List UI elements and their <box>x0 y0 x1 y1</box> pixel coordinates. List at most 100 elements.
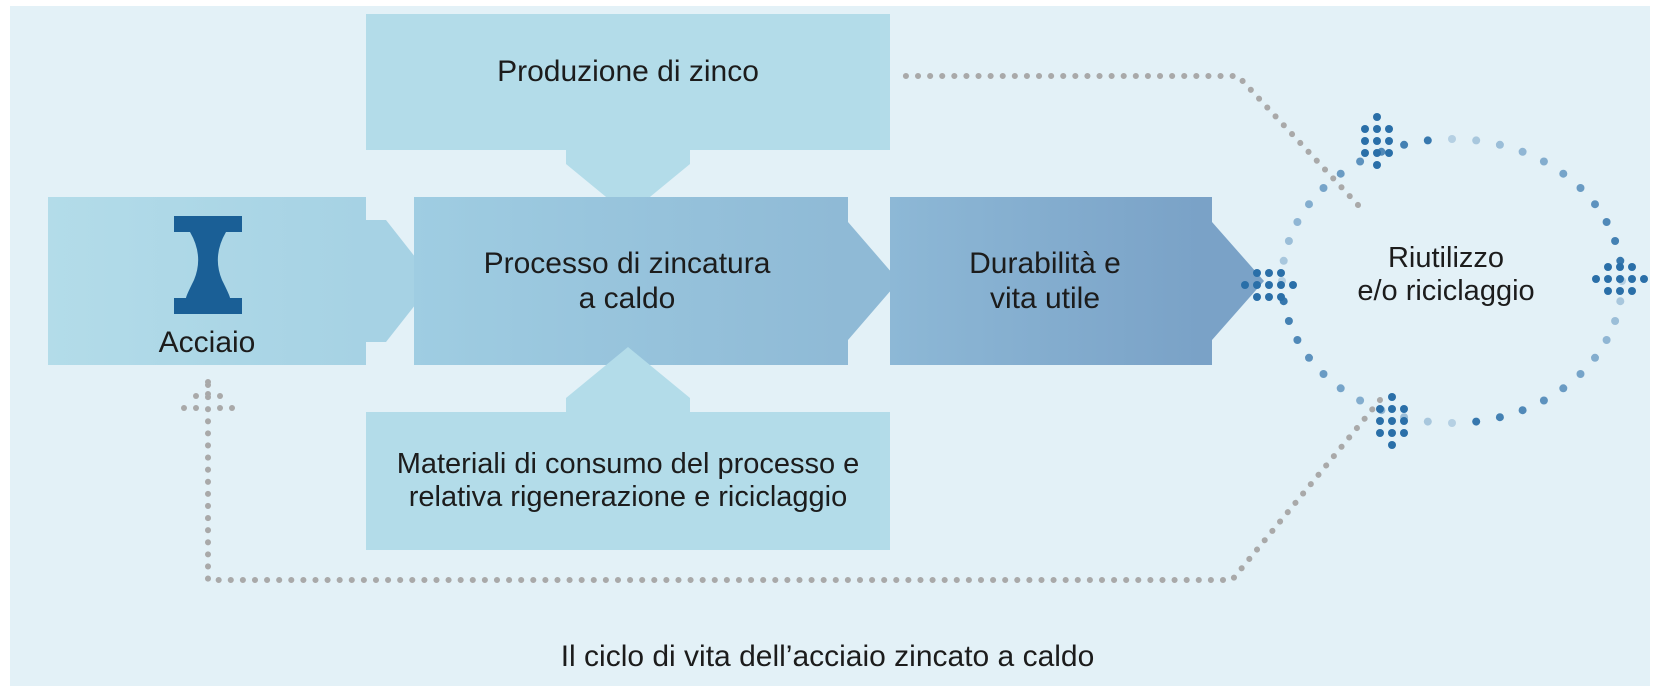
cycle-dot <box>1356 157 1365 166</box>
cycle-dot <box>1305 200 1313 209</box>
cycle-dot <box>1400 140 1409 149</box>
cycle-dot <box>1356 396 1365 405</box>
cycle-dot <box>1265 269 1273 277</box>
cycle-dot <box>1373 113 1381 121</box>
cycle-dot <box>1388 441 1396 449</box>
cycle-dot <box>1559 384 1568 393</box>
cycle-dot <box>1336 384 1345 393</box>
cycle-dot <box>1495 140 1504 149</box>
cycle-dot <box>1376 405 1384 413</box>
cycle-dot <box>1385 137 1393 145</box>
box-processo <box>414 197 840 365</box>
cycle-dot <box>1293 218 1302 226</box>
cycle-dot <box>1604 287 1612 295</box>
cycle-dot <box>1293 336 1302 344</box>
cycle-dot <box>1448 419 1456 427</box>
return-path-to-zinco <box>899 73 1361 208</box>
cycle-dot <box>1576 184 1585 192</box>
cycle-dot <box>1448 135 1456 143</box>
cycle-dot <box>1495 413 1504 422</box>
cycle-dot <box>1385 125 1393 133</box>
cycle-dot <box>1628 275 1636 283</box>
arrow-right-acciaio <box>366 220 434 342</box>
label-produzione-zinco: Produzione di zinco <box>497 55 759 88</box>
label-durabilita: Durabilità e vita utile <box>969 247 1121 315</box>
cycle-dot <box>1602 336 1611 344</box>
cycle-dot <box>1388 417 1396 425</box>
arrow-right-processo <box>840 197 899 365</box>
cycle-dot <box>1616 263 1624 271</box>
cycle-dot <box>1289 281 1297 289</box>
cycle-dot <box>1284 317 1293 325</box>
cycle-dot <box>1361 149 1369 157</box>
cycle-dot <box>1277 269 1285 277</box>
cycle-dot <box>1373 125 1381 133</box>
label-processo-zincatura: Processo di zincatura a caldo <box>483 247 771 315</box>
cycle-dot <box>1373 161 1381 169</box>
cycle-dot <box>1265 293 1273 301</box>
cycle-dot <box>1591 200 1599 209</box>
cycle-dot <box>1319 370 1328 378</box>
cycle-dot <box>1361 125 1369 133</box>
cycle-dot <box>1616 287 1624 295</box>
label-riutilizzo: Riutilizzo e/o riciclaggio <box>1357 242 1535 308</box>
i-beam-icon <box>174 216 242 314</box>
cycle-dot <box>1400 417 1408 425</box>
cycle-dot <box>1628 287 1636 295</box>
cycle-dot <box>1616 275 1624 283</box>
box-produzione-zinco <box>366 14 890 150</box>
cycle-dot <box>1604 263 1612 271</box>
dotted-cycle-icon <box>1241 113 1648 449</box>
cycle-dot <box>1472 417 1481 426</box>
cycle-dot <box>1616 297 1625 306</box>
cycle-dot <box>1640 275 1648 283</box>
cycle-dot <box>1361 137 1369 145</box>
cycle-dot <box>1611 317 1620 325</box>
cycle-dot <box>1376 417 1384 425</box>
cycle-dot <box>1604 275 1612 283</box>
cycle-dot <box>1265 281 1273 289</box>
cycle-dot <box>1277 293 1285 301</box>
cycle-dot <box>1305 353 1313 362</box>
cycle-dot <box>1277 281 1285 289</box>
cycle-dot <box>1253 293 1261 301</box>
arrow-down-zinco <box>566 150 690 215</box>
cycle-dot <box>1385 149 1393 157</box>
cycle-dot <box>1559 169 1568 178</box>
cycle-dot <box>1241 281 1249 289</box>
cycle-dot <box>1400 405 1408 413</box>
cycle-dot <box>1319 184 1328 192</box>
arrow-up-materiali <box>566 347 690 412</box>
label-materiali: Materiali di consumo del processo e rela… <box>396 448 860 514</box>
cycle-dot <box>1388 429 1396 437</box>
cycle-dot <box>1279 256 1288 265</box>
cycle-dot <box>1373 137 1381 145</box>
box-durabilita <box>890 197 1200 365</box>
label-acciaio: Acciaio <box>158 326 256 359</box>
cycle-dot <box>1388 393 1396 401</box>
cycle-dot <box>1602 218 1611 226</box>
cycle-dot <box>1539 157 1548 166</box>
cycle-dot <box>1284 237 1293 245</box>
cycle-dot <box>1576 370 1585 378</box>
cycle-dot <box>1423 136 1432 145</box>
cycle-dot <box>1336 169 1345 178</box>
cycle-dot <box>1373 149 1381 157</box>
cycle-dot <box>1591 353 1599 362</box>
cycle-dot <box>1539 396 1548 405</box>
cycle-dot <box>1388 405 1396 413</box>
cycle-dot <box>1518 147 1527 156</box>
cycle-dot <box>1518 406 1527 415</box>
cycle-dot <box>1253 281 1261 289</box>
box-materiali <box>366 412 890 550</box>
cycle-dot <box>1400 429 1408 437</box>
cycle-dot <box>1611 237 1620 245</box>
cycle-dot <box>1376 429 1384 437</box>
cycle-dot <box>1592 275 1600 283</box>
return-path-to-acciaio <box>205 375 1383 583</box>
cycle-dot <box>1253 269 1261 277</box>
dotted-arrowhead-acciaio <box>181 379 235 411</box>
cycle-dot <box>1616 256 1625 265</box>
